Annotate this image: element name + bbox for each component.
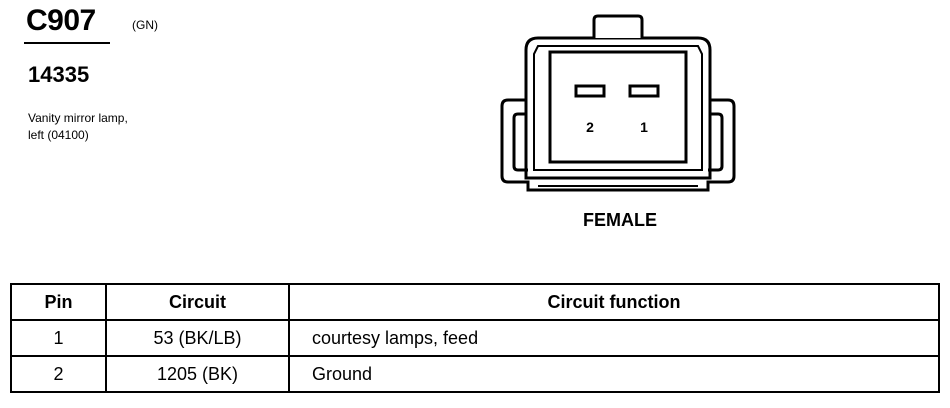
cell-circuit: 53 (BK/LB) <box>105 319 290 357</box>
header-pin: Pin <box>10 283 107 321</box>
connector-face-diagram: 2 1 <box>500 14 736 192</box>
connector-outer-shell <box>500 98 736 192</box>
cell-circuit-function: Ground <box>288 355 940 393</box>
part-number: 14335 <box>28 62 90 87</box>
table-row: 2 1205 (BK) Ground <box>10 355 940 393</box>
cell-circuit-function: courtesy lamps, feed <box>288 319 940 357</box>
connector-gender-label: FEMALE <box>583 210 657 230</box>
cell-circuit: 1205 (BK) <box>105 355 290 393</box>
connector-id-underline <box>24 42 110 44</box>
pin-2-label: 2 <box>586 119 594 135</box>
pin-1-label: 1 <box>640 119 648 135</box>
cell-pin: 2 <box>10 355 107 393</box>
connector-latch-tab <box>592 14 644 38</box>
connector-body <box>524 36 712 180</box>
table-header-row: Pin Circuit Circuit function <box>10 283 940 321</box>
connector-pin-face <box>548 50 688 164</box>
header-circuit: Circuit <box>105 283 290 321</box>
connector-inner-flange <box>512 112 724 172</box>
connector-description: Vanity mirror lamp, left (04100) <box>28 110 128 144</box>
header-circuit-function: Circuit function <box>288 283 940 321</box>
connector-body-inner <box>533 45 703 171</box>
connector-id: C907 <box>26 4 96 37</box>
cell-pin: 1 <box>10 319 107 357</box>
description-line-2: left (04100) <box>28 128 89 142</box>
pin-1-cavity <box>628 84 660 98</box>
pin-2-cavity <box>574 84 606 98</box>
connector-color-code: (GN) <box>132 18 158 32</box>
description-line-1: Vanity mirror lamp, <box>28 111 128 125</box>
pinout-table: Pin Circuit Circuit function 1 53 (BK/LB… <box>10 283 940 393</box>
table-row: 1 53 (BK/LB) courtesy lamps, feed <box>10 319 940 357</box>
